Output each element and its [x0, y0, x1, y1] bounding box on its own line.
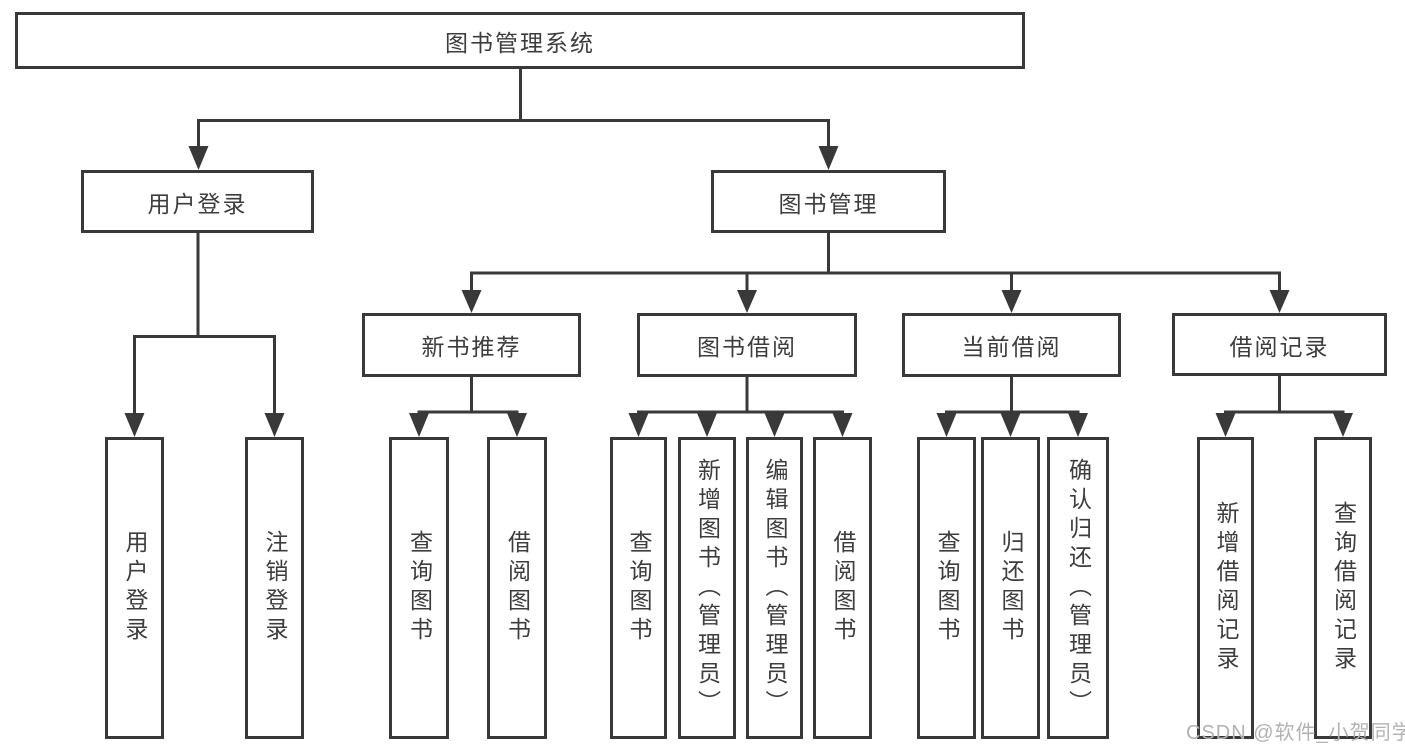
leaf-user-login-label: 用户登录 — [122, 530, 148, 646]
arrow-down-icon — [1215, 413, 1353, 437]
node-book-management: 图书管理 — [711, 170, 946, 233]
node-root: 图书管理系统 — [15, 12, 1025, 69]
arrow-down-icon — [409, 413, 527, 437]
leaf-current-query: 查询图书 — [917, 437, 976, 739]
node-book-management-label: 图书管理 — [778, 190, 879, 217]
arrow-down-icon — [188, 146, 839, 170]
node-new-book-recommend-label: 新书推荐 — [421, 334, 522, 360]
leaf-user-login: 用户登录 — [105, 437, 164, 739]
node-borrow-records: 借阅记录 — [1172, 313, 1387, 376]
arrow-down-icon — [936, 413, 1088, 437]
connector-book-borrow-to-leaves — [637, 377, 844, 414]
leaf-return-book: 归还图书 — [981, 437, 1040, 739]
node-borrow-records-label: 借阅记录 — [1229, 333, 1330, 360]
node-book-borrow: 图书借阅 — [637, 313, 857, 377]
connector-user-login-to-leaves — [133, 233, 276, 416]
leaf-borrow-query-label: 查询图书 — [626, 530, 652, 646]
node-root-label: 图书管理系统 — [445, 29, 595, 56]
node-current-borrow: 当前借阅 — [902, 313, 1121, 377]
connector-root-to-level2 — [197, 69, 830, 149]
node-book-borrow-label: 图书借阅 — [697, 334, 797, 360]
leaf-confirm-return-admin: 确认归还（管理员） — [1047, 437, 1109, 739]
leaf-query-borrow-record: 查询借阅记录 — [1314, 437, 1372, 739]
arrow-down-icon — [461, 290, 1290, 313]
leaf-logout-label: 注销登录 — [262, 530, 288, 646]
leaf-logout: 注销登录 — [245, 437, 304, 739]
leaf-current-query-label: 查询图书 — [934, 530, 960, 646]
arrow-down-icon — [628, 413, 853, 437]
leaf-new-book-query: 查询图书 — [389, 437, 449, 739]
leaf-borrow-book-label: 借阅图书 — [830, 530, 856, 646]
node-new-book-recommend: 新书推荐 — [362, 313, 581, 377]
connector-borrow-records-to-leaves — [1224, 376, 1345, 414]
node-current-borrow-label: 当前借阅 — [961, 334, 1062, 360]
connector-book-management-to-level3 — [470, 233, 1281, 293]
connector-current-borrow-to-leaves — [945, 377, 1080, 414]
leaf-edit-book-admin-label: 编辑图书（管理员） — [762, 457, 788, 719]
leaf-query-borrow-record-label: 查询借阅记录 — [1330, 501, 1357, 675]
node-user-login: 用户登录 — [81, 170, 314, 233]
leaf-borrow-book: 借阅图书 — [813, 437, 872, 739]
node-user-login-label: 用户登录 — [147, 190, 248, 217]
leaf-edit-book-admin: 编辑图书（管理员） — [746, 437, 803, 739]
leaf-new-book-query-label: 查询图书 — [406, 530, 433, 646]
watermark: CSDN @软件_小贺同学 — [1186, 722, 1405, 744]
arrow-down-icon — [124, 413, 285, 437]
leaf-new-book-borrow: 借阅图书 — [487, 437, 547, 739]
leaf-add-borrow-record: 新增借阅记录 — [1197, 437, 1254, 739]
leaf-add-borrow-record-label: 新增借阅记录 — [1213, 501, 1239, 675]
leaf-new-book-borrow-label: 借阅图书 — [504, 530, 531, 646]
leaf-borrow-query: 查询图书 — [610, 437, 667, 739]
leaf-confirm-return-admin-label: 确认归还（管理员） — [1065, 457, 1092, 719]
connector-new-book-to-leaves — [417, 377, 519, 414]
leaf-add-book-admin: 新增图书（管理员） — [678, 437, 736, 739]
leaf-return-book-label: 归还图书 — [998, 530, 1024, 646]
leaf-add-book-admin-label: 新增图书（管理员） — [694, 457, 721, 719]
